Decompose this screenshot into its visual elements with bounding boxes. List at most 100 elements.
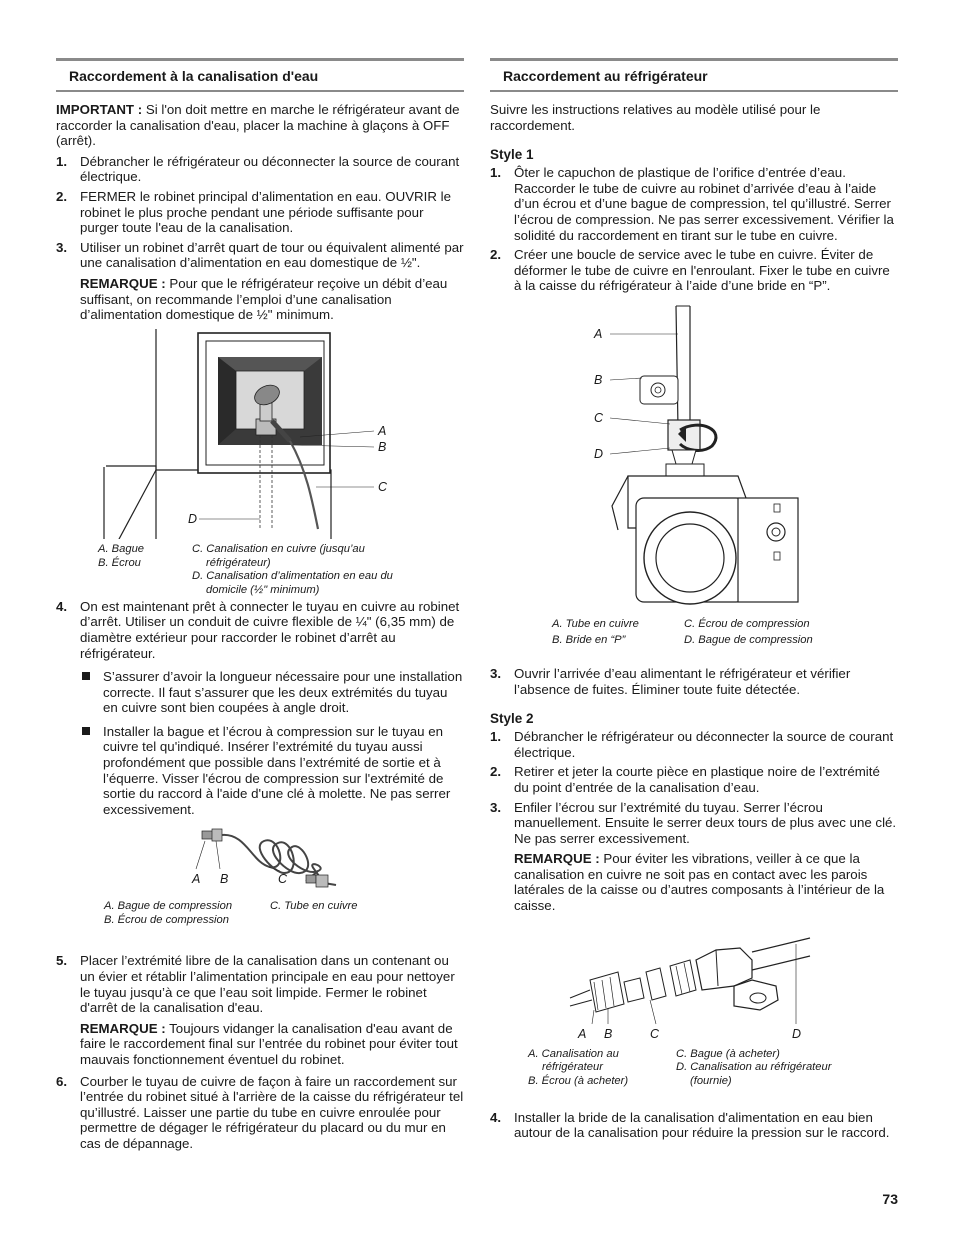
step-number: 3. <box>490 799 502 815</box>
note-label: REMARQUE : <box>514 851 600 867</box>
shutoff-valve-illustration: A B C D <box>103 328 388 539</box>
figure-fitting-assembly: A B C D A. Canalisation au réfrigérateur… <box>490 920 898 1110</box>
step-number: 3. <box>56 239 68 255</box>
step-text: Utiliser un robinet d’arrêt quart de tou… <box>80 239 464 271</box>
important-paragraph: IMPORTANT : Si l'on doit mettre en march… <box>56 102 464 149</box>
fig1-label-c: C <box>378 480 388 494</box>
step-text: Courber le tuyau de cuivre de façon à fa… <box>80 1073 464 1151</box>
legend-item: B. Écrou <box>98 556 141 569</box>
left-column: Raccordement à la canalisation d'eau IMP… <box>56 58 464 1156</box>
step-number: 4. <box>490 1109 502 1125</box>
page-number: 73 <box>882 1191 898 1207</box>
fig3-label-c: C <box>594 411 604 425</box>
list-item: 3. Utiliser un robinet d’arrêt quart de t… <box>56 240 464 323</box>
legend-item: A. Tube en cuivre <box>552 617 639 630</box>
note-label: REMARQUE : <box>80 275 166 291</box>
list-item: 5. Placer l’extrémité libre de la canalis… <box>56 953 464 1067</box>
figure-coiled-tube: A B C A. Bague de compression B. Écrou d… <box>56 823 464 953</box>
note-text: Toujours vidanger la canalisation d'eau … <box>80 1020 458 1067</box>
step-number: 3. <box>490 665 502 681</box>
steps-list-left: 1. Débrancher le réfrigérateur ou déconne… <box>56 154 464 323</box>
important-text: Si l'on doit mettre en marche le réfrigé… <box>56 102 460 149</box>
legend-item: A. Canalisation au <box>528 1047 619 1060</box>
legend-item: A. Bague <box>98 542 145 555</box>
list-item: 4. On est maintenant prêt à connecter le … <box>56 599 464 661</box>
step-text: Ouvrir l’arrivée d’eau alimentant le réf… <box>514 665 851 697</box>
fig2-label-b: B <box>220 872 228 886</box>
legend-item: domicile (½" minimum) <box>206 584 320 597</box>
list-item: 1.Débrancher le réfrigérateur ou déconne… <box>490 729 898 760</box>
note-paragraph: REMARQUE : Toujours vidanger la canalisa… <box>80 1021 464 1068</box>
figure-legend: A. Bague B. Écrou <box>98 543 144 571</box>
list-item: 1. Débrancher le réfrigérateur ou déconne… <box>56 154 464 185</box>
fig3-label-a: A <box>593 327 602 341</box>
note-paragraph: REMARQUE : Pour éviter les vibrations, v… <box>514 851 898 913</box>
list-item: 3.Enfiler l’écrou sur l’extrémité du tuy… <box>490 800 898 914</box>
legend-item: C. Bague (à acheter) <box>676 1047 780 1060</box>
intro-paragraph: Suivre les instructions relatives au mod… <box>490 102 821 133</box>
fig1-label-b: B <box>378 440 386 454</box>
step-number: 2. <box>490 247 502 263</box>
fig4-label-b: B <box>604 1027 612 1040</box>
important-label: IMPORTANT : <box>56 102 143 117</box>
step-number: 1. <box>56 153 68 169</box>
figure-legend: A. Tube en cuivre B. Bride en “P” <box>552 618 639 648</box>
legend-item: C. Écrou de compression <box>684 617 810 630</box>
step-text: On est maintenant prêt à connecter le tu… <box>80 598 460 661</box>
inlet-valve-illustration: A B C D <box>593 305 799 605</box>
figure-legend: A. Bague de compression B. Écrou de comp… <box>104 900 232 928</box>
step-text: Placer l’extrémité libre de la canalisat… <box>80 953 455 1016</box>
style2-heading: Style 2 <box>490 711 534 727</box>
note-text: Pour que le réfrigérateur reçoive un déb… <box>80 275 448 323</box>
legend-item: D. Canalisation au réfrigérateur <box>676 1061 832 1074</box>
step-text: Débrancher le réfrigérateur ou déconnect… <box>514 729 894 760</box>
list-item: 4. Installer la bride de la canalisation … <box>490 1110 898 1141</box>
figure-legend: A. Canalisation au réfrigérateur B. Écro… <box>528 1048 628 1089</box>
fig2-label-a: A <box>191 872 200 886</box>
figure-shutoff-valve: A B C D A. Bague B. Écrou C. Canalisatio… <box>56 328 464 599</box>
list-item: 2. Créer une boucle de service avec le tu… <box>490 247 898 294</box>
section-heading-refrigerator: Raccordement au réfrigérateur <box>490 58 898 92</box>
legend-item: B. Bride en “P” <box>552 633 626 646</box>
list-item: 6. Courber le tuyau de cuivre de façon à … <box>56 1074 464 1152</box>
legend-item: réfrigérateur) <box>206 556 271 569</box>
fig4-label-c: C <box>650 1027 660 1040</box>
figure-legend: C. Tube en cuivre <box>270 900 357 914</box>
legend-item: D. Bague de compression <box>684 633 813 646</box>
list-item: 1. Ôter le capuchon de plastique de l’ori… <box>490 165 898 243</box>
step-text: Débrancher le réfrigérateur ou déconnect… <box>80 153 460 185</box>
right-column: Raccordement au réfrigérateur Suivre les… <box>490 58 898 1145</box>
coiled-tube-illustration: A B C <box>191 829 337 888</box>
step-text: Retirer et jeter la courte pièce en plas… <box>514 764 880 795</box>
bullet-text: S’assurer d’avoir la longueur nécessaire… <box>103 669 463 716</box>
figure-inlet-valve: A B C D A. Tube en cuivre B. Bride en “P… <box>490 298 898 666</box>
list-item: 3. Ouvrir l’arrivée d’eau alimentant le r… <box>490 666 898 697</box>
fitting-assembly-illustration: A B C D <box>569 937 811 1040</box>
bullet-text: Installer la bague et l’écrou à compress… <box>103 723 451 817</box>
step-text: Ôter le capuchon de plastique de l’orifi… <box>514 165 894 243</box>
fig3-label-d: D <box>594 447 603 461</box>
note-label: REMARQUE : <box>80 1020 166 1036</box>
legend-item: B. Écrou (à acheter) <box>528 1075 629 1088</box>
style1-heading: Style 1 <box>490 147 534 163</box>
fig1-label-d: D <box>188 512 197 526</box>
step-number: 1. <box>490 165 502 181</box>
section-heading-water-line: Raccordement à la canalisation d'eau <box>56 58 464 92</box>
square-bullet-icon <box>82 672 90 681</box>
bullet-item: Installer la bague et l’écrou à compress… <box>56 724 464 818</box>
bullet-item: S’assurer d’avoir la longueur nécessaire… <box>56 669 464 716</box>
step-text: FERMER le robinet principal d’alimentati… <box>80 188 452 236</box>
figure-legend: C. Bague (à acheter) D. Canalisation au … <box>676 1048 831 1089</box>
step-number: 6. <box>56 1073 68 1089</box>
square-bullet-icon <box>82 726 90 735</box>
step-number: 5. <box>56 953 68 969</box>
legend-item: C. Canalisation en cuivre (jusqu’au <box>192 542 365 555</box>
note-text: Pour éviter les vibrations, veiller à ce… <box>514 851 885 914</box>
step-number: 4. <box>56 598 68 614</box>
legend-item: D. Canalisation d’alimentation en eau du <box>192 570 393 583</box>
figure-legend: C. Écrou de compression D. Bague de comp… <box>684 618 813 648</box>
step-text: Installer la bride de la canalisation d'… <box>514 1109 890 1141</box>
list-item: 2.Retirer et jeter la courte pièce en pl… <box>490 764 898 795</box>
step-text: Créer une boucle de service avec le tube… <box>514 247 890 294</box>
fig4-label-d: D <box>792 1027 801 1040</box>
